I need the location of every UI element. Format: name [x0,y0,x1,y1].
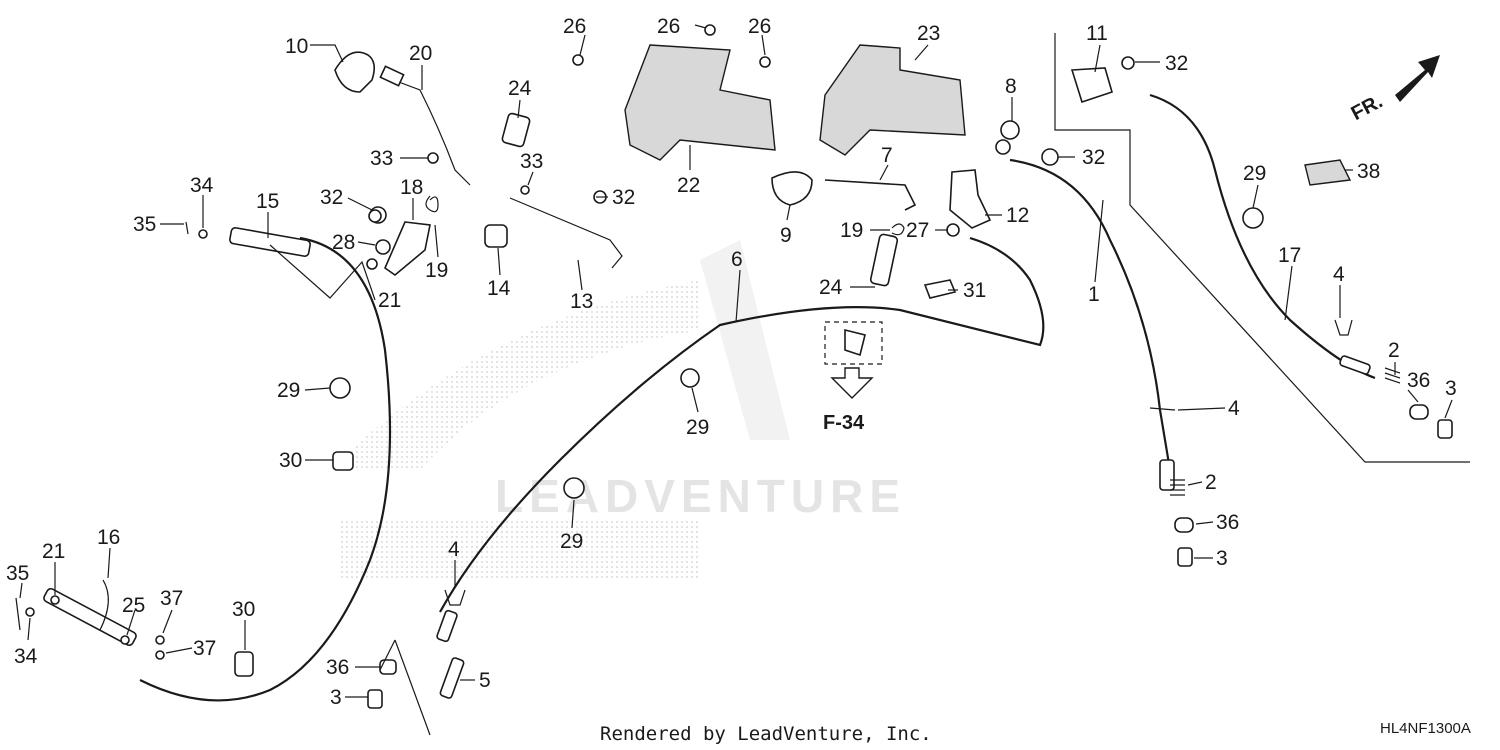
callout-34: 34 [190,174,214,197]
callout-21: 21 [42,540,65,563]
callout-20: 20 [409,42,432,65]
pin-part [501,112,531,148]
callout-26: 26 [657,15,680,38]
knob-part [334,51,376,93]
clip-part [1070,67,1113,104]
wire-part [824,179,917,211]
callout-27: 27 [906,219,929,242]
callout-2: 2 [1205,471,1217,494]
down-arrow [830,367,874,399]
callout-22: 22 [677,174,700,197]
callout-4: 4 [1228,397,1240,420]
callout-26: 26 [748,15,771,38]
callout-37: 37 [160,587,183,610]
callout-5: 5 [479,669,491,692]
callout-18: 18 [400,176,423,199]
callout-35: 35 [6,562,29,585]
bracket-part [509,197,623,269]
callout-25: 25 [122,594,145,617]
reference-box [824,321,883,365]
knob-small-part [771,171,813,206]
callout-34: 34 [14,645,38,668]
callout-29: 29 [1243,162,1266,185]
callout-28: 28 [332,231,355,254]
holder-part [484,224,508,248]
callout-13: 13 [570,290,593,313]
callouts: 10 20 24 26 26 26 23 11 32 8 32 33 33 22… [6,15,1457,709]
cables [139,93,1376,702]
callout-9: 9 [780,224,792,247]
callout-3: 3 [1216,547,1228,570]
callout-19: 19 [425,259,448,282]
callout-4: 4 [448,538,460,561]
diagram-code: HL4NF1300A [1380,720,1471,737]
callout-6: 6 [731,248,743,271]
callout-21: 21 [378,289,401,312]
callout-30: 30 [232,598,255,621]
callout-33: 33 [370,147,393,170]
front-label: FR. [1348,90,1387,125]
cable-ends [43,227,1371,699]
reference-label: F-34 [823,412,865,434]
callout-23: 23 [917,22,940,45]
callout-3: 3 [330,686,342,709]
callout-2: 2 [1388,339,1400,362]
bracket-right-part [949,169,992,229]
callout-14: 14 [487,277,511,300]
front-marker: FR. [1348,55,1440,125]
callout-3: 3 [1445,377,1457,400]
switch-part [1000,120,1020,140]
lever-bracket-part [384,221,431,277]
callout-30: 30 [279,449,302,472]
callout-29: 29 [277,379,300,402]
part-38 [1304,159,1352,186]
callout-10: 10 [285,35,308,58]
callout-29: 29 [686,416,709,439]
callout-33: 33 [520,150,543,173]
callout-32: 32 [1082,146,1105,169]
callout-29: 29 [560,530,583,553]
callout-11: 11 [1086,22,1108,45]
callout-7: 7 [881,144,893,167]
callout-15: 15 [256,190,279,213]
callout-1: 1 [1088,283,1100,306]
callout-31: 31 [963,279,986,302]
callout-24: 24 [508,77,532,100]
callout-19: 19 [840,219,863,242]
panel-left-part [624,44,776,161]
callout-36: 36 [1216,511,1239,534]
background-logo [330,240,790,580]
callout-26: 26 [563,15,586,38]
callout-32: 32 [320,186,343,209]
callout-32: 32 [612,186,635,209]
leader-lines [19,24,1453,698]
callout-36: 36 [326,656,349,679]
watermark-text: LEADVENTURE [495,470,906,522]
panel-right-part [819,44,966,156]
callout-12: 12 [1006,204,1029,227]
footer-credit: Rendered by LeadVenture, Inc. [600,723,932,745]
callout-38: 38 [1357,160,1380,183]
callout-4: 4 [1333,263,1345,286]
shift-lever-part [387,77,471,186]
callout-32: 32 [1165,52,1188,75]
callout-35: 35 [133,213,156,236]
callout-16: 16 [97,526,120,549]
callout-36: 36 [1407,369,1430,392]
callout-37: 37 [193,637,216,660]
callout-8: 8 [1005,75,1017,98]
callout-24: 24 [819,276,843,299]
callout-17: 17 [1278,244,1301,267]
